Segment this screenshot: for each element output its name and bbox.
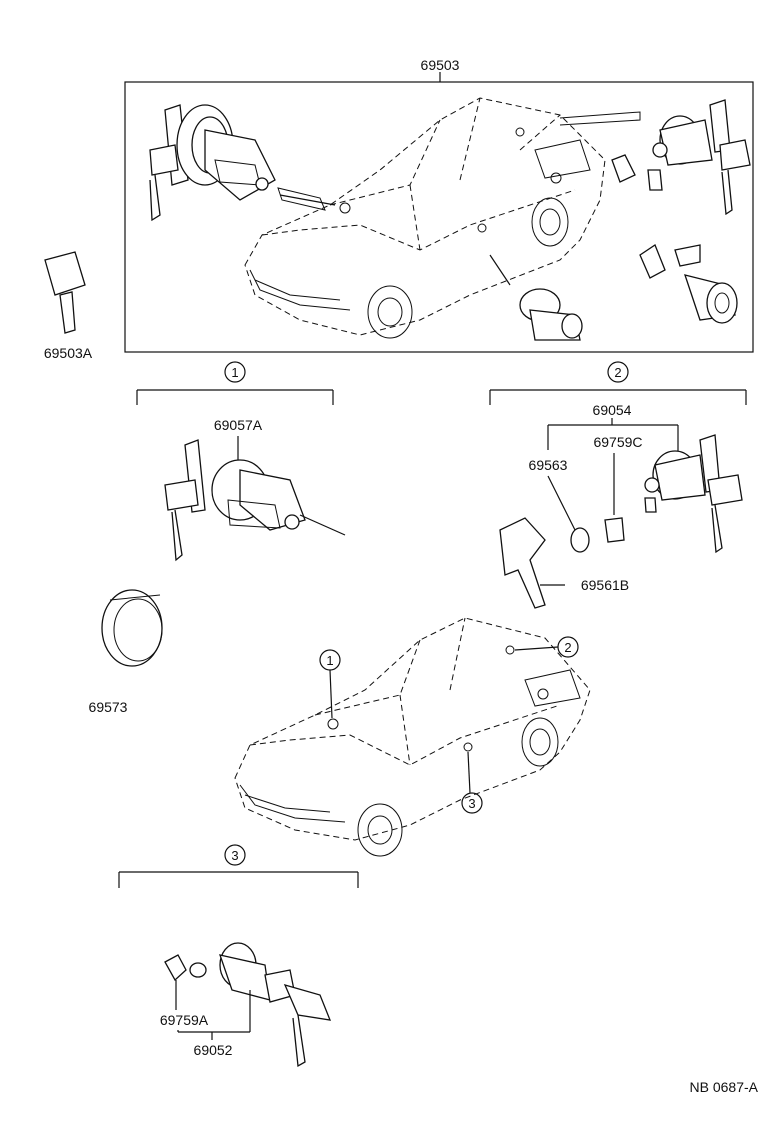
middle-callout-3 [461, 751, 483, 814]
label-retainer: 69561B [581, 577, 629, 593]
door-lock-assembly [164, 942, 332, 1068]
section-2-bracket [489, 361, 747, 455]
callout-2-middle: 2 [564, 640, 571, 655]
top-car-illustration [244, 97, 641, 339]
callout-3-middle: 3 [468, 796, 475, 811]
drawing-code: NB 0687-A [690, 1079, 759, 1095]
section-1-bracket [136, 361, 334, 405]
label-ring: 69573 [89, 699, 128, 715]
gasket [570, 527, 590, 553]
callout-3-bottom: 3 [231, 848, 238, 863]
callout-1-top: 1 [231, 365, 238, 380]
label-gasket: 69563 [529, 457, 568, 473]
middle-callout-1 [319, 649, 341, 719]
top-center-lock [519, 288, 583, 341]
label-ignition-cylinder: 69057A [214, 417, 263, 433]
kit-frame [124, 72, 754, 353]
top-back-door-lock [611, 99, 751, 216]
label-clip-c: 69759C [593, 434, 642, 450]
label-key-blank: 69503A [44, 345, 93, 361]
middle-car-illustration [234, 617, 591, 857]
ring [101, 589, 163, 667]
label-kit: 69503 [421, 57, 460, 73]
label-door-clip: 69759A [160, 1012, 209, 1028]
ignition-cylinder [164, 439, 346, 562]
top-ignition-cylinder [149, 104, 276, 222]
key-blank [44, 251, 86, 334]
label-door-set: 69052 [194, 1042, 233, 1058]
callout-1-middle: 1 [326, 653, 333, 668]
clip-c [604, 517, 625, 543]
retainer [499, 517, 546, 609]
top-door-lock [639, 244, 738, 324]
back-door-lock [644, 434, 743, 554]
callout-2-top: 2 [614, 365, 621, 380]
section-3-bracket [118, 844, 359, 888]
middle-callout-2 [514, 636, 579, 658]
label-back-door-set: 69054 [593, 402, 632, 418]
